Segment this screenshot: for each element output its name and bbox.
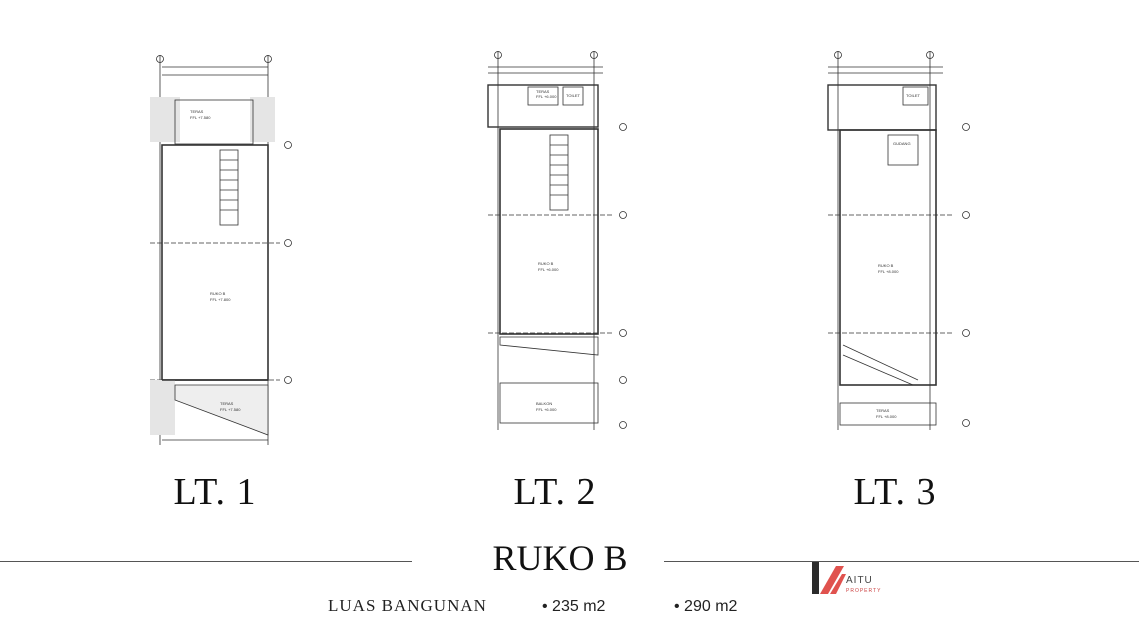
floor-plan-lt3: TOILET GUDANG RUKO B FFL +8.000 TERAS FF… [818,45,978,435]
room-level: FFL +8.000 [878,269,899,274]
floor-plan-lt1: TERAS FFL +7.580 RUKO B FFL +7.800 TERAS… [140,45,300,455]
room-label: RUKO B [210,291,226,296]
room-level: FFL +7.580 [190,115,211,120]
room-level: FFL +6.000 [538,267,559,272]
room-level: FFL +6.000 [536,407,557,412]
floor-label-lt3: LT. 3 [853,471,937,513]
floor-plan-lt2: TERAS FFL +6.000 TOILET RUKO B FFL +6.00… [478,45,638,435]
room-label: RUKO B [878,263,894,268]
room-label: BALKON [536,401,552,406]
area-label: LUAS BANGUNAN [328,596,487,615]
room-label: TERAS [190,109,204,114]
page-title: RUKO B [492,538,628,578]
room-label: TOILET [906,93,920,98]
aitu-logo-icon [812,562,846,594]
area-value-1: • 235 m2 [542,598,606,615]
room-label: TERAS [220,401,234,406]
logo-subtext: PROPERTY [846,588,882,594]
room-label: GUDANG [893,141,911,146]
room-level: FFL +7.800 [210,297,231,302]
room-level: FFL +8.000 [876,414,897,419]
divider-right [664,561,1139,562]
room-label: RUKO B [538,261,554,266]
floor-label-lt1: LT. 1 [173,471,257,513]
divider-left [0,561,412,562]
floor-label-lt2: LT. 2 [513,471,597,513]
room-label: TOILET [566,93,580,98]
room-level: FFL +6.000 [536,94,557,99]
room-label: TERAS [876,408,890,413]
logo-text: AITU [846,575,873,586]
room-label: TERAS [536,89,550,94]
area-value-2: • 290 m2 [674,598,738,615]
room-level: FFL +7.580 [220,407,241,412]
